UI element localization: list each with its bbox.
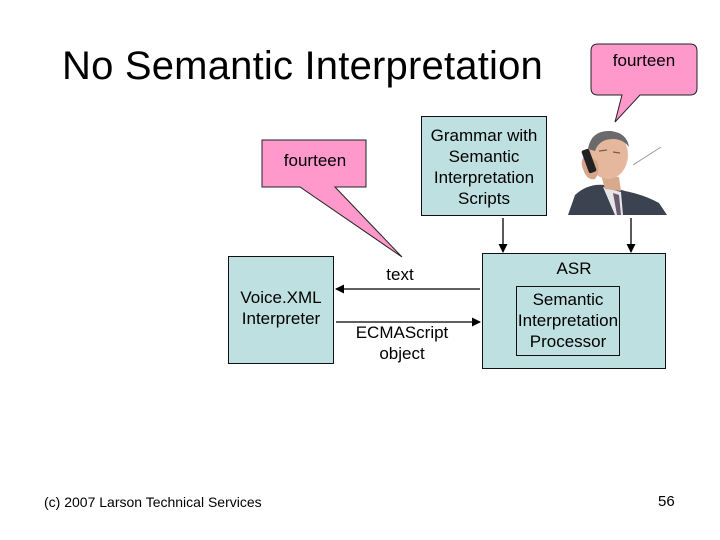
grammar-line-3: Interpretation: [433, 168, 535, 187]
processor-line-3: Processor: [529, 332, 607, 351]
callout-left-balloon: [261, 139, 403, 258]
footer-copyright: (c) 2007 Larson Technical Services: [44, 494, 262, 510]
callout-top-text: fourteen: [612, 51, 676, 70]
voicexml-line-2: Interpreter: [241, 309, 321, 328]
object-line-2: object: [379, 344, 425, 363]
page-number: 56: [658, 493, 675, 510]
grammar-line-1: Grammar with: [430, 126, 538, 145]
grammar-line-4: Scripts: [458, 189, 510, 208]
processor-line-2: Interpretation: [517, 311, 619, 330]
voicexml-line-1: Voice.XML: [240, 288, 322, 307]
asr-box: ASR Semantic Interpretation Processor: [482, 253, 666, 369]
grammar-line-2: Semantic: [448, 147, 520, 166]
slide-title: No Semantic Interpretation: [62, 44, 544, 88]
object-line-1: ECMAScript: [355, 323, 449, 342]
asr-label: ASR: [556, 259, 592, 278]
callout-top-balloon: [590, 43, 698, 123]
voicexml-interpreter-box: Voice.XML Interpreter: [228, 256, 334, 364]
arrow-label-ecmascript-object: ECMAScript object: [342, 322, 462, 364]
person-on-phone-photo: [563, 125, 669, 215]
arrow-label-text: text: [386, 265, 414, 284]
semantic-interpretation-processor-box: Semantic Interpretation Processor: [516, 286, 620, 356]
processor-line-1: Semantic: [532, 290, 604, 309]
grammar-box: Grammar with Semantic Interpretation Scr…: [421, 116, 547, 216]
callout-left-text: fourteen: [283, 151, 347, 170]
